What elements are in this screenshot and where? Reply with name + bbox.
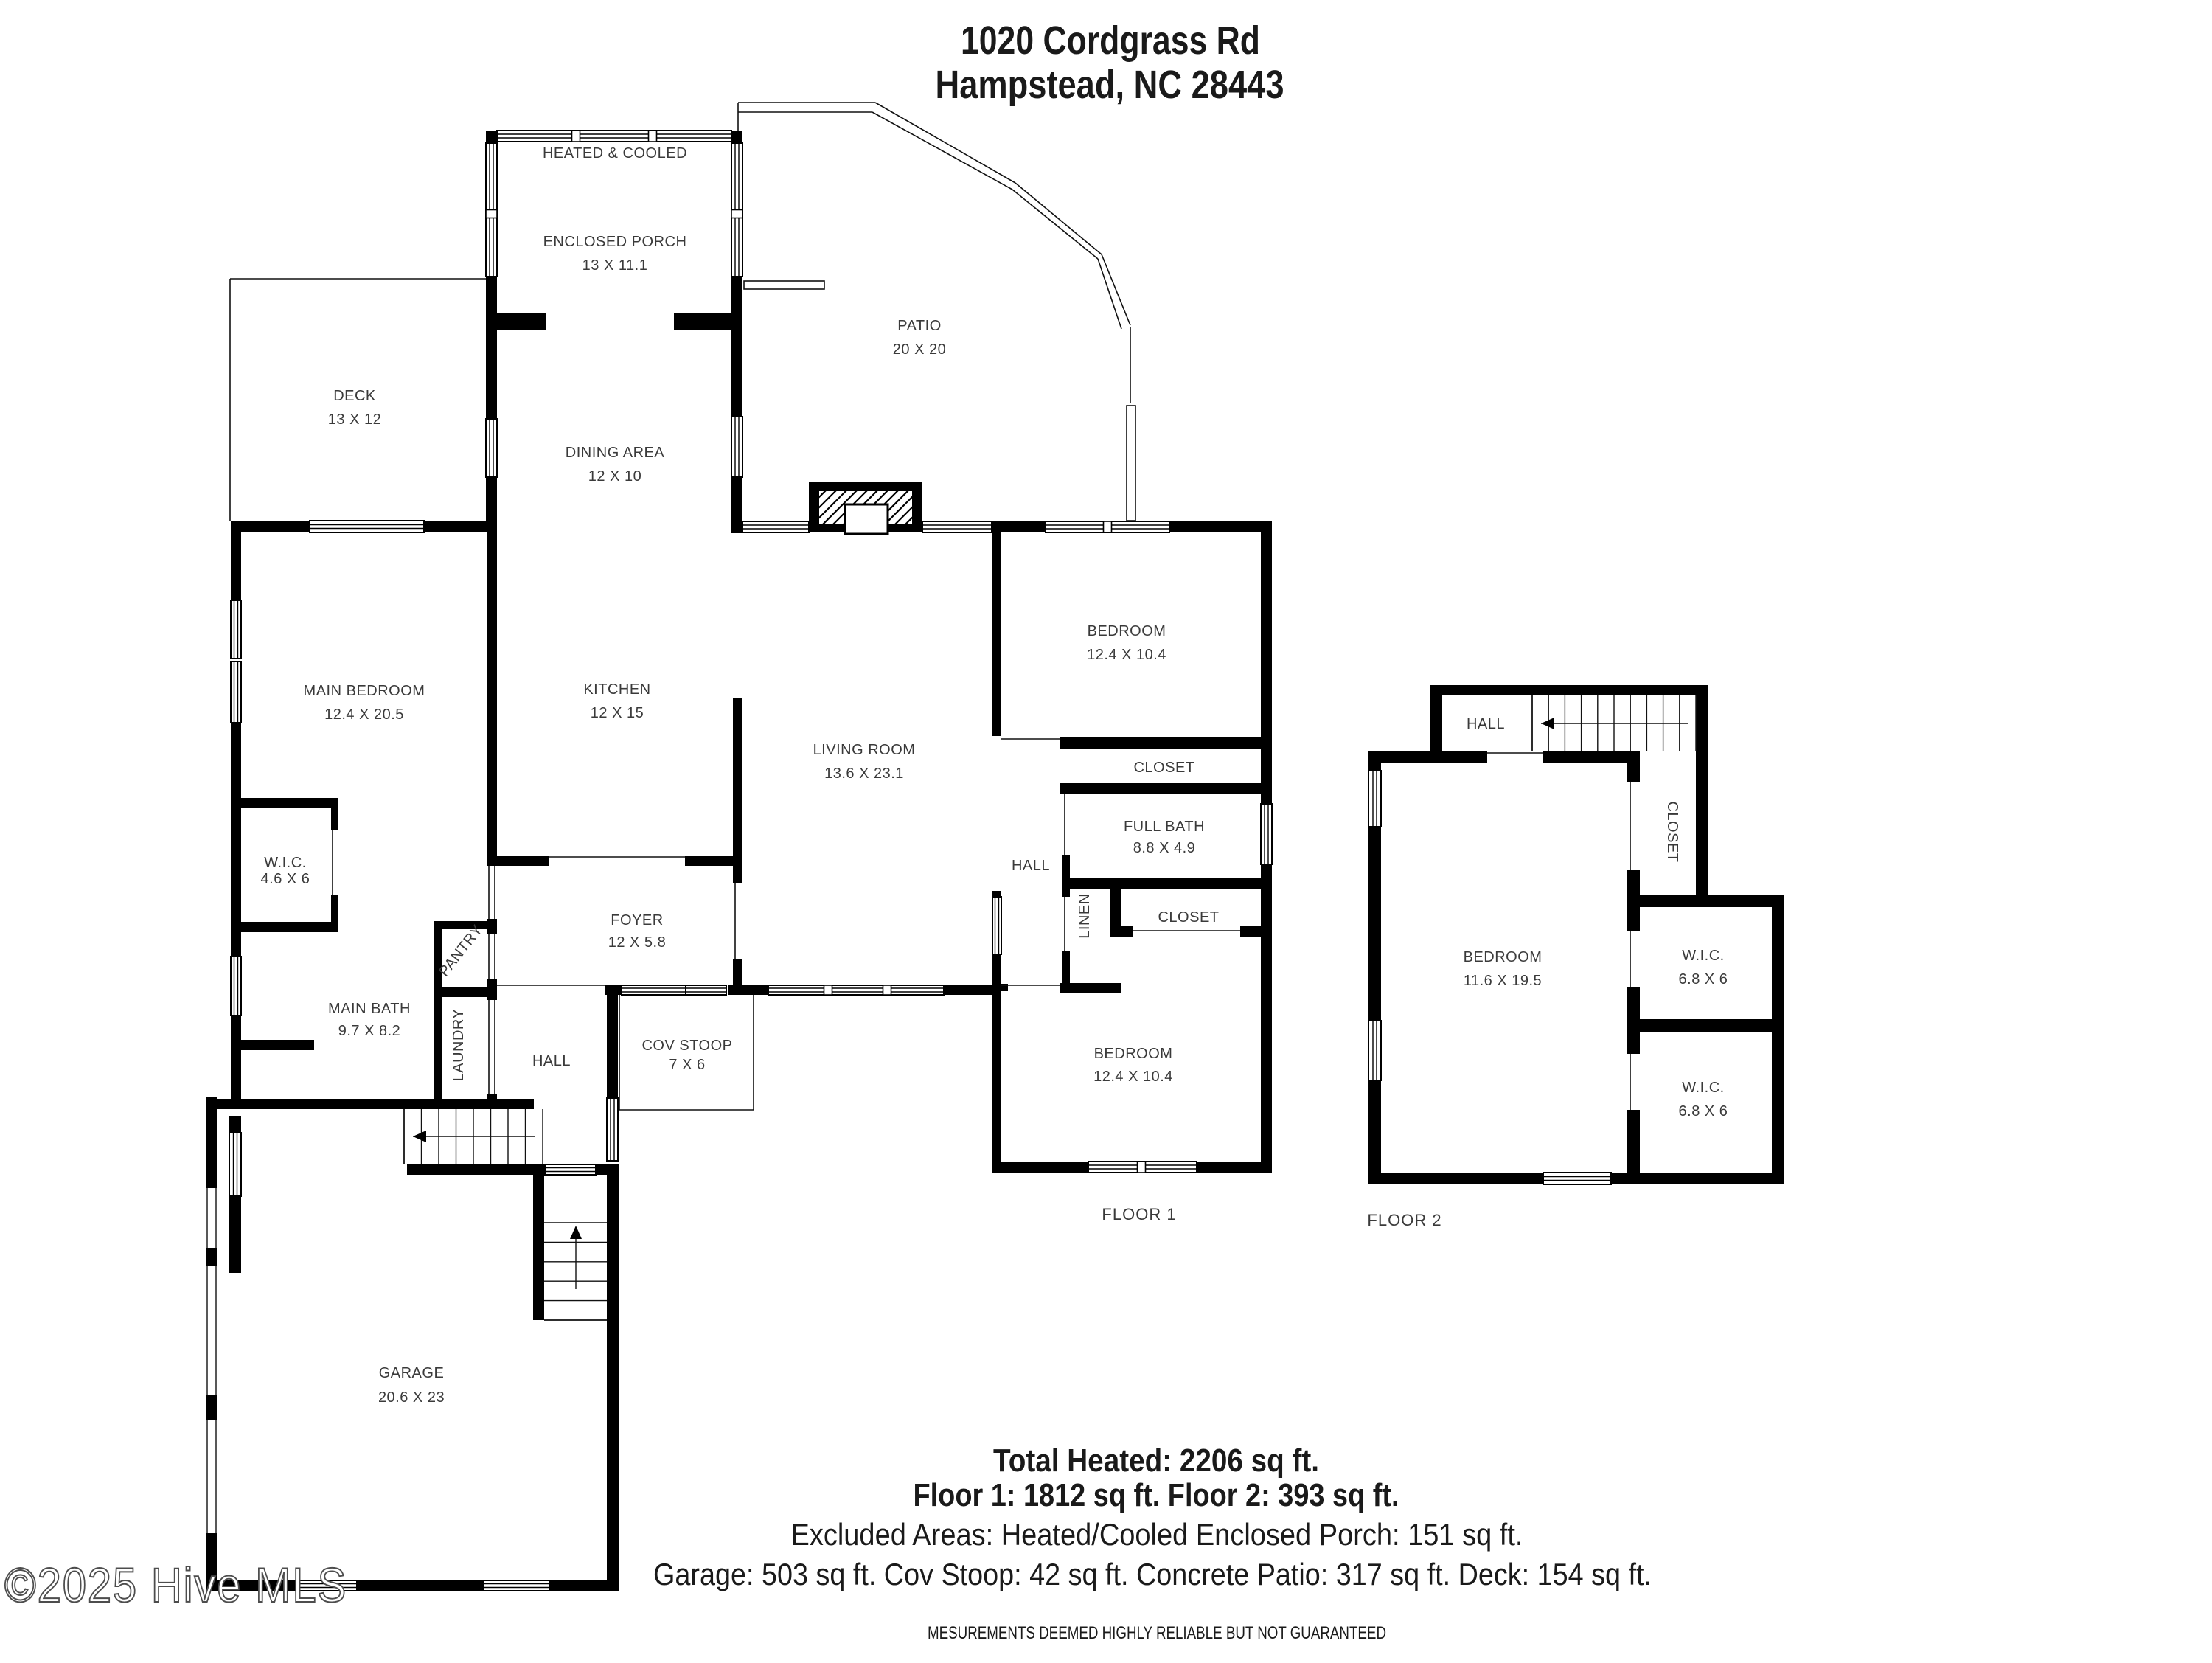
svg-text:HEATED & COOLED: HEATED & COOLED	[543, 145, 687, 162]
svg-text:W.I.C.: W.I.C.	[264, 855, 306, 871]
svg-text:GARAGE: GARAGE	[379, 1365, 445, 1381]
svg-text:MESUREMENTS DEEMED HIGHLY RELI: MESUREMENTS DEEMED HIGHLY RELIABLE BUT N…	[928, 1623, 1386, 1643]
svg-text:LINEN: LINEN	[1077, 893, 1093, 938]
svg-text:4.6 X 6: 4.6 X 6	[261, 871, 310, 887]
svg-text:8.8 X 4.9: 8.8 X 4.9	[1133, 840, 1196, 856]
svg-text:12.4 X 10.4: 12.4 X 10.4	[1087, 647, 1166, 663]
svg-text:20.6 X 23: 20.6 X 23	[378, 1389, 445, 1406]
svg-text:CLOSET: CLOSET	[1158, 909, 1219, 926]
svg-text:FOYER: FOYER	[611, 912, 663, 928]
svg-text:©2025 Hive MLS: ©2025 Hive MLS	[4, 1558, 347, 1612]
svg-text:BEDROOM: BEDROOM	[1464, 949, 1543, 965]
svg-text:9.7 X 8.2: 9.7 X 8.2	[338, 1023, 401, 1039]
svg-text:Hampstead, NC 28443: Hampstead, NC 28443	[936, 63, 1284, 107]
svg-text:DECK: DECK	[333, 388, 376, 404]
svg-text:13 X 11.1: 13 X 11.1	[582, 257, 648, 274]
svg-text:MAIN BATH: MAIN BATH	[328, 1001, 411, 1017]
svg-text:BEDROOM: BEDROOM	[1088, 623, 1166, 639]
svg-text:12 X 10: 12 X 10	[588, 468, 641, 485]
svg-text:LAUNDRY: LAUNDRY	[451, 1009, 467, 1082]
svg-text:CLOSET: CLOSET	[1664, 801, 1680, 862]
svg-text:DINING AREA: DINING AREA	[566, 445, 665, 461]
svg-text:Excluded Areas: Heated/Cooled: Excluded Areas: Heated/Cooled Enclosed P…	[791, 1517, 1523, 1552]
svg-text:13.6 X 23.1: 13.6 X 23.1	[824, 765, 904, 782]
svg-text:12.4 X 20.5: 12.4 X 20.5	[324, 706, 404, 723]
svg-text:ENCLOSED PORCH: ENCLOSED PORCH	[543, 234, 687, 250]
svg-text:PATIO: PATIO	[897, 318, 942, 334]
svg-text:W.I.C.: W.I.C.	[1682, 948, 1724, 964]
svg-text:12 X 15: 12 X 15	[591, 705, 644, 721]
svg-text:HALL: HALL	[532, 1053, 571, 1069]
svg-text:W.I.C.: W.I.C.	[1682, 1080, 1724, 1096]
svg-text:6.8 X 6: 6.8 X 6	[1679, 1103, 1728, 1119]
svg-text:COV STOOP: COV STOOP	[641, 1038, 732, 1054]
svg-text:Floor 1: 1812 sq ft. Floor 2:: Floor 1: 1812 sq ft. Floor 2: 393 sq ft.	[914, 1477, 1399, 1513]
svg-text:FLOOR 2: FLOOR 2	[1367, 1211, 1441, 1229]
svg-text:LIVING ROOM: LIVING ROOM	[813, 742, 916, 758]
svg-text:KITCHEN: KITCHEN	[583, 681, 650, 698]
svg-text:FULL BATH: FULL BATH	[1124, 819, 1205, 835]
svg-text:HALL: HALL	[1012, 858, 1050, 874]
svg-text:1020 Cordgrass Rd: 1020 Cordgrass Rd	[961, 18, 1260, 63]
svg-text:CLOSET: CLOSET	[1133, 760, 1194, 776]
svg-text:6.8 X 6: 6.8 X 6	[1679, 971, 1728, 987]
svg-text:Garage: 503 sq ft. Cov Stoop:: Garage: 503 sq ft. Cov Stoop: 42 sq ft. …	[653, 1557, 1652, 1591]
svg-text:11.6 X 19.5: 11.6 X 19.5	[1464, 973, 1542, 989]
svg-text:HALL: HALL	[1467, 716, 1505, 732]
svg-text:7 X 6: 7 X 6	[669, 1057, 705, 1073]
svg-text:20 X 20: 20 X 20	[893, 341, 946, 358]
svg-text:12.4 X 10.4: 12.4 X 10.4	[1093, 1069, 1173, 1085]
svg-text:Total Heated: 2206 sq ft.: Total Heated: 2206 sq ft.	[993, 1442, 1319, 1479]
svg-text:12 X 5.8: 12 X 5.8	[608, 934, 667, 951]
svg-text:FLOOR 1: FLOOR 1	[1102, 1205, 1176, 1223]
svg-text:MAIN BEDROOM: MAIN BEDROOM	[304, 683, 425, 699]
svg-text:13 X 12: 13 X 12	[328, 412, 381, 428]
svg-text:BEDROOM: BEDROOM	[1094, 1046, 1173, 1062]
